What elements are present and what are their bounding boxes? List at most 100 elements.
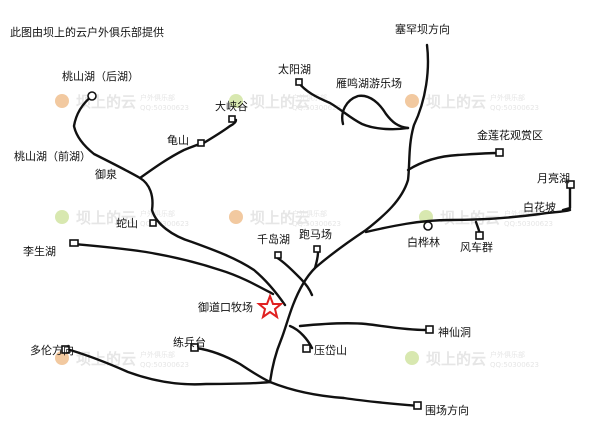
label-duolun: 多伦方向 bbox=[30, 344, 74, 357]
poi-shenxiandong-icon bbox=[425, 325, 434, 334]
watermark-text: 坝上的云 bbox=[440, 209, 500, 227]
road-daxiagu bbox=[200, 118, 238, 146]
watermark-logo-icon bbox=[229, 210, 243, 224]
poi-paomachang-icon bbox=[313, 245, 321, 253]
road-yadai bbox=[288, 324, 314, 350]
road-yueliang bbox=[561, 184, 572, 212]
map-credit: 此图由坝上的云户外俱乐部提供 bbox=[10, 26, 164, 39]
label-jinlianhua: 金莲花观赏区 bbox=[477, 129, 543, 142]
poi-jinlianhua-icon bbox=[495, 148, 504, 157]
poi-qiandaohu-icon bbox=[274, 251, 282, 259]
road-jinlianhua bbox=[406, 151, 499, 172]
road-shenxian bbox=[298, 321, 428, 332]
watermark-text: 坝上的云 bbox=[426, 93, 486, 111]
watermark-qq: QQ:50300623 bbox=[140, 104, 189, 112]
road-duolun bbox=[68, 348, 272, 386]
label-taoshanhu-hou: 桃山湖（后湖） bbox=[62, 70, 139, 83]
poi-taiyanghu-icon bbox=[295, 78, 303, 86]
watermark-logo-icon bbox=[55, 94, 69, 108]
poi-baihualin-icon bbox=[423, 221, 433, 231]
poi-sheshan-icon bbox=[149, 219, 157, 227]
poi-yueliang-icon bbox=[566, 180, 575, 189]
label-guishan: 龟山 bbox=[167, 134, 189, 147]
watermark-text: 坝上的云 bbox=[250, 209, 310, 227]
label-taiyanghu: 太阳湖 bbox=[278, 63, 311, 76]
poi-duolun-icon bbox=[61, 345, 70, 354]
watermark-layer: 坝上的云 户外俱乐部 QQ:50300623 坝上的云 户外俱乐部 QQ:503… bbox=[55, 93, 553, 369]
yudaokou-star-icon bbox=[256, 293, 284, 320]
watermark: 坝上的云 户外俱乐部 QQ:50300623 bbox=[55, 209, 189, 228]
road-paoma bbox=[313, 250, 320, 270]
road-taiyanghu bbox=[296, 80, 410, 131]
poi-lishenghu-icon bbox=[69, 239, 79, 247]
watermark-qq: QQ:50300623 bbox=[490, 361, 539, 369]
poi-daxiagu-icon bbox=[228, 115, 236, 123]
watermark-logo-icon bbox=[405, 351, 419, 365]
watermark-sub: 户外俱乐部 bbox=[504, 209, 539, 218]
watermark-qq: QQ:50300623 bbox=[140, 220, 189, 228]
label-yanminghu: 雁鸣湖游乐场 bbox=[336, 77, 402, 90]
poi-fengchequn-icon bbox=[475, 231, 484, 240]
watermark-qq: QQ:50300623 bbox=[140, 361, 189, 369]
watermark: 坝上的云 户外俱乐部 QQ:50300623 bbox=[229, 209, 341, 228]
watermark-qq: QQ:50300623 bbox=[490, 104, 539, 112]
road-lianbing bbox=[194, 346, 272, 384]
label-baihuapo: 白花坡 bbox=[523, 201, 556, 214]
poi-taoshanhu-hou-icon bbox=[87, 91, 97, 101]
poi-guishan-icon bbox=[197, 139, 205, 147]
road-lishenghu bbox=[72, 242, 275, 296]
label-lianbingtai: 练兵台 bbox=[173, 336, 206, 349]
label-yadaishan: 压岱山 bbox=[314, 344, 347, 357]
watermark-sub: 户外俱乐部 bbox=[140, 93, 175, 102]
label-fengchequn: 风车群 bbox=[460, 241, 493, 254]
label-saihanba: 塞罕坝方向 bbox=[395, 23, 450, 36]
watermark-sub: 户外俱乐部 bbox=[292, 209, 327, 218]
label-qiandaohu: 千岛湖 bbox=[257, 233, 290, 246]
road-west-main bbox=[72, 94, 287, 307]
road-main-trunk bbox=[268, 43, 430, 384]
label-sheshan: 蛇山 bbox=[116, 217, 138, 230]
watermark: 坝上的云 户外俱乐部 QQ:50300623 bbox=[55, 93, 189, 112]
road-yanminghu-loop bbox=[341, 94, 410, 130]
watermark: 坝上的云 户外俱乐部 QQ:50300623 bbox=[55, 350, 189, 369]
watermark-qq: QQ:50300623 bbox=[292, 104, 341, 112]
watermark-logo-icon bbox=[55, 351, 69, 365]
label-shenxiandong: 神仙洞 bbox=[438, 326, 471, 339]
watermark-sub: 户外俱乐部 bbox=[140, 209, 175, 218]
label-lishenghu: 李生湖 bbox=[23, 245, 56, 258]
watermark: 坝上的云 户外俱乐部 QQ:50300623 bbox=[405, 350, 539, 369]
label-paomachang: 跑马场 bbox=[299, 228, 332, 241]
watermark-qq: QQ:50300623 bbox=[292, 220, 341, 228]
watermark: 坝上的云 户外俱乐部 QQ:50300623 bbox=[405, 93, 539, 112]
watermark-sub: 户外俱乐部 bbox=[140, 350, 175, 359]
watermark-logo-icon bbox=[405, 94, 419, 108]
label-baihualin: 白桦林 bbox=[407, 236, 440, 249]
label-yuquan: 御泉 bbox=[95, 168, 117, 181]
watermark-text: 坝上的云 bbox=[426, 350, 486, 368]
poi-lianbingtai-icon bbox=[190, 343, 199, 352]
poi-weichang-icon bbox=[413, 401, 422, 410]
watermark-sub: 户外俱乐部 bbox=[490, 93, 525, 102]
label-weichang: 围场方向 bbox=[425, 404, 469, 417]
road-weichang bbox=[268, 380, 420, 408]
poi-layer bbox=[61, 78, 575, 410]
watermark-logo-icon bbox=[55, 210, 69, 224]
road-east bbox=[364, 208, 572, 234]
label-yudaokou: 御道口牧场 bbox=[198, 301, 253, 314]
road-guishan bbox=[138, 142, 204, 180]
watermark-text: 坝上的云 bbox=[76, 209, 136, 227]
watermark-logo-icon bbox=[229, 94, 243, 108]
watermark-sub: 户外俱乐部 bbox=[292, 93, 327, 102]
watermark-text: 坝上的云 bbox=[250, 93, 310, 111]
poi-yadaishan-icon bbox=[302, 344, 311, 353]
watermark-qq: QQ:50300623 bbox=[504, 220, 553, 228]
watermark: 坝上的云 户外俱乐部 QQ:50300623 bbox=[229, 93, 341, 112]
label-daxiagu: 大峡谷 bbox=[215, 100, 248, 113]
watermark-text: 坝上的云 bbox=[76, 350, 136, 368]
label-yueliang: 月亮湖 bbox=[537, 172, 570, 185]
watermark-sub: 户外俱乐部 bbox=[490, 350, 525, 359]
road-qiandao bbox=[274, 255, 314, 297]
label-taoshanhu-qian: 桃山湖（前湖） bbox=[14, 150, 91, 163]
